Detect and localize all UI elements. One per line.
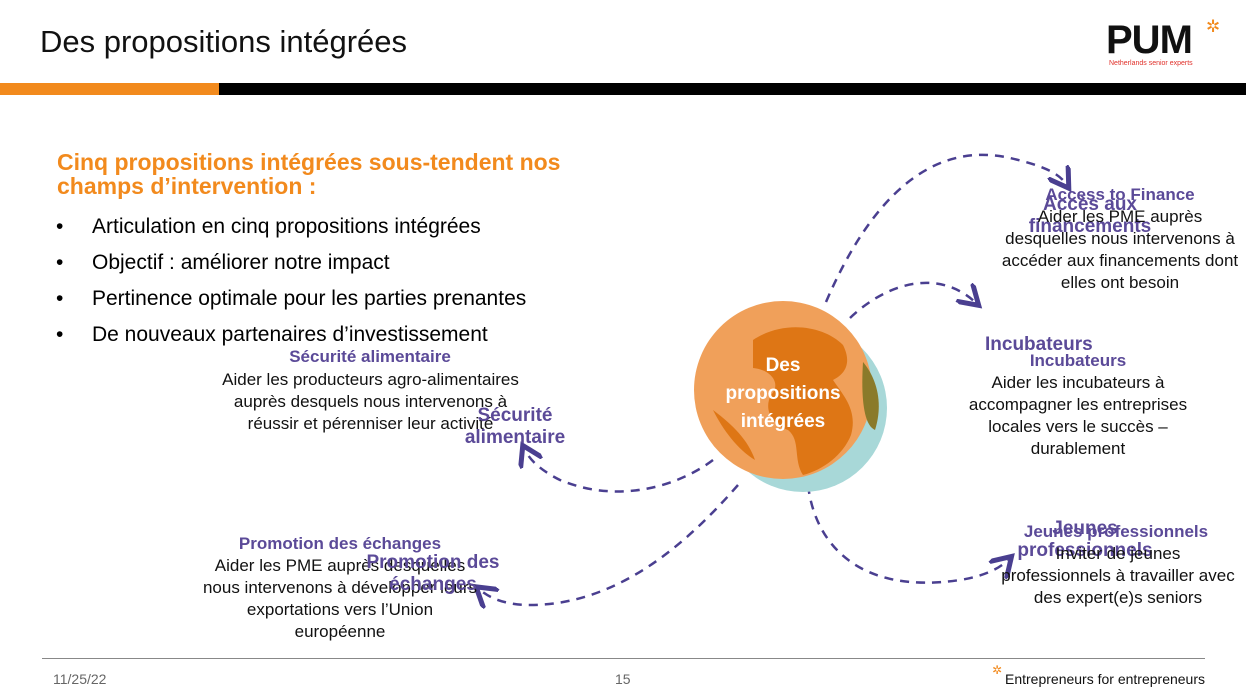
bullet-list: Articulation en cinq propositions intégr…	[56, 209, 526, 353]
logo-subtitle: Netherlands senior experts	[1109, 60, 1193, 67]
arrow-food	[525, 450, 714, 493]
page-number: 15	[615, 671, 631, 687]
logo-text: PUM	[1106, 18, 1193, 62]
header-bar	[219, 83, 1246, 95]
youth-title: Jeunes professionnels	[1023, 522, 1209, 541]
arrow-trade	[480, 484, 739, 605]
food-overlap-label: Sécurité alimentaire	[464, 405, 566, 448]
footer-tagline: Entrepreneurs for entrepreneurs	[1005, 671, 1205, 687]
slide-title: Des propositions intégrées	[40, 24, 408, 59]
globe-icon	[694, 301, 887, 492]
trade-overlap-label: Promotion des échanges	[366, 552, 500, 595]
arrow-incubators	[849, 281, 975, 319]
incubators-overlap-label: Incubateurs	[985, 334, 1093, 355]
food-title: Sécurité alimentaire	[289, 347, 451, 366]
header-bar-accent	[0, 83, 219, 95]
pum-logo: PUM ✲ Netherlands senior experts	[1106, 18, 1226, 72]
incubators-title: Incubateurs	[1029, 351, 1127, 370]
bullet-item: Objectif : améliorer notre impact	[56, 245, 526, 281]
youth-overlap-label: Jeunes professionnels	[1017, 518, 1153, 561]
finance-description: Aider les PME auprès desquelles nous int…	[1001, 207, 1239, 292]
youth-description: Inviter de jeunes professionnels à trava…	[1001, 544, 1235, 607]
finance-title: Access to Finance	[1045, 185, 1195, 204]
trade-title: Promotion des échanges	[238, 534, 442, 553]
center-label: Des propositions intégrées	[725, 355, 841, 432]
bullet-item: Articulation en cinq propositions intégr…	[56, 209, 526, 245]
trade-description: Aider les PME auprès desquelles nous int…	[202, 556, 478, 641]
bullet-item: De nouveaux partenaires d’investissement	[56, 317, 526, 353]
star-icon: ✲	[992, 663, 1003, 677]
arrow-finance	[824, 153, 1066, 303]
finance-overlap-label: Accès aux financements	[1028, 194, 1152, 237]
logo-star-icon: ✲	[1206, 17, 1221, 36]
footer-divider	[42, 658, 1205, 659]
arrow-youth	[806, 484, 1008, 584]
incubators-description: Aider les incubateurs à accompagner les …	[968, 373, 1188, 458]
food-description: Aider les producteurs agro-alimentaires …	[222, 370, 519, 433]
footer-date: 11/25/22	[53, 671, 107, 687]
section-heading: Cinq propositions intégrées sous-tendent…	[57, 149, 561, 199]
bullet-item: Pertinence optimale pour les parties pre…	[56, 281, 526, 317]
